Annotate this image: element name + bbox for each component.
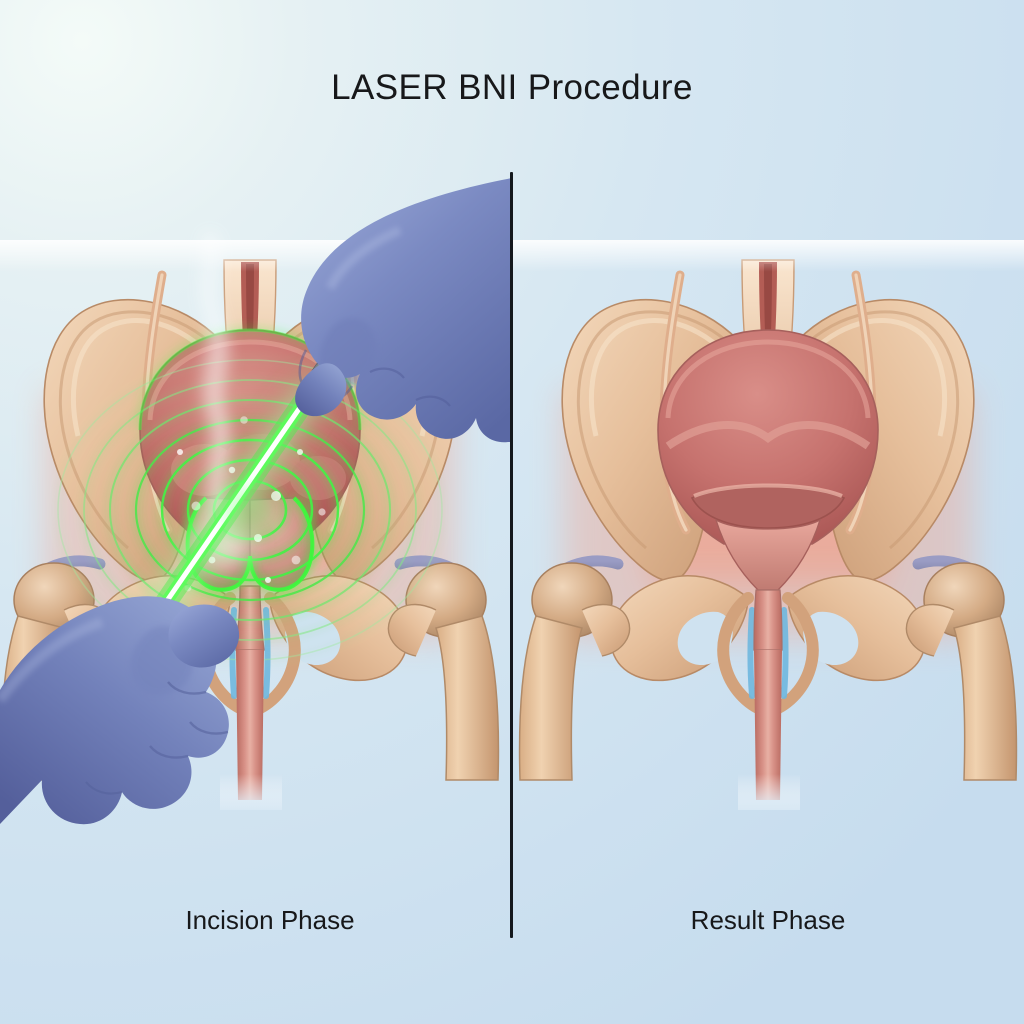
panel-label-result: Result Phase — [690, 905, 846, 935]
bladder-right — [657, 329, 879, 651]
panel-label-incision: Incision Phase — [185, 905, 355, 935]
gloved-hand-lower — [0, 596, 240, 825]
figure-title: LASER BNI Procedure — [331, 68, 693, 107]
gloved-hand-upper — [295, 178, 512, 443]
ablation-particles — [177, 416, 326, 592]
panel-divider — [510, 172, 513, 938]
panel-result-artwork — [520, 260, 1017, 780]
